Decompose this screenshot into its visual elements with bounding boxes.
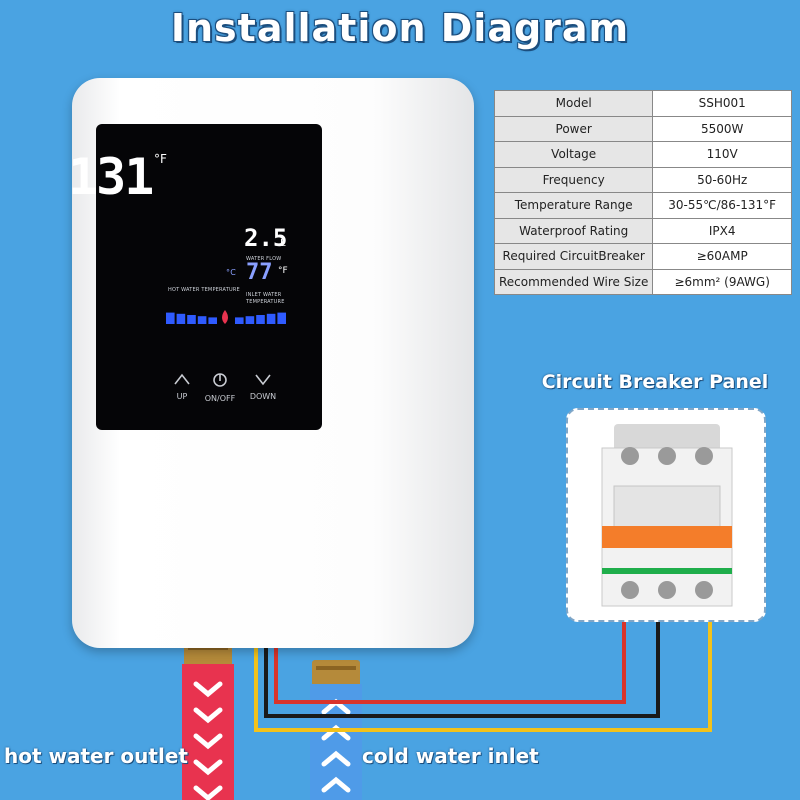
spec-key: Power xyxy=(493,115,654,142)
control-display xyxy=(96,124,322,430)
spec-value: ≥60AMP xyxy=(652,243,792,270)
down-arrow-icon xyxy=(193,785,223,800)
up-arrow-icon xyxy=(321,776,351,793)
terminal-screw xyxy=(695,581,713,599)
up-button-label: UP xyxy=(176,392,188,401)
spec-key: Frequency xyxy=(493,166,654,193)
spec-key: Required CircuitBreaker xyxy=(493,243,654,270)
terminal-screw xyxy=(695,447,713,465)
terminal-screw xyxy=(658,447,676,465)
terminal-screw xyxy=(658,581,676,599)
water-flow-unit: L xyxy=(280,238,286,249)
inlet-temperature-unit: °F xyxy=(278,266,288,276)
spec-key: Temperature Range xyxy=(493,192,654,219)
flame-icon xyxy=(222,310,228,324)
down-button-label: DOWN xyxy=(249,392,277,401)
spec-value: ≥6mm² (9AWG) xyxy=(652,268,792,295)
spec-key: Model xyxy=(493,90,654,117)
chevron-up-icon xyxy=(162,372,202,390)
breaker-handles xyxy=(613,485,721,533)
spec-value: 110V xyxy=(652,141,792,168)
hot-water-temperature-value: 131 xyxy=(68,148,154,206)
level-segment xyxy=(266,313,276,324)
spec-key: Voltage xyxy=(493,141,654,168)
level-segment xyxy=(208,317,217,324)
page-title: Installation Diagram xyxy=(170,6,630,50)
spec-value: 5500W xyxy=(652,115,792,142)
onoff-button-label: ON/OFF xyxy=(204,394,236,403)
hot-flow-arrows xyxy=(193,681,223,800)
onoff-button[interactable]: ON/OFF xyxy=(200,372,240,403)
spec-value: SSH001 xyxy=(652,90,792,117)
level-segment xyxy=(197,316,207,324)
spec-row: Required CircuitBreaker≥60AMP xyxy=(493,243,792,270)
breaker-green-band xyxy=(602,568,732,574)
terminal-screw xyxy=(621,581,639,599)
level-segment xyxy=(245,316,255,324)
up-button[interactable]: UP xyxy=(162,372,202,401)
wire-yellow xyxy=(254,600,712,732)
up-arrow-icon xyxy=(321,750,351,767)
level-segment xyxy=(187,315,196,324)
down-arrow-icon xyxy=(193,759,223,776)
wire-black xyxy=(264,600,660,718)
circuit-breaker-icon xyxy=(601,424,733,607)
temperature-unit-f: °F xyxy=(154,152,167,166)
cold-water-inlet-label: cold water inlet xyxy=(362,744,539,768)
circuit-breaker-panel-title: Circuit Breaker Panel xyxy=(541,371,769,393)
spec-value: 30-55℃/86-131°F xyxy=(652,192,792,219)
level-segment xyxy=(277,312,286,324)
level-segment xyxy=(235,317,244,324)
level-segment xyxy=(256,315,265,324)
spec-value: IPX4 xyxy=(652,217,792,244)
level-segment xyxy=(166,312,175,324)
inlet-water-label-line2: TEMPERATURE xyxy=(246,299,285,305)
chevron-down-icon xyxy=(243,372,283,390)
hot-water-outlet-label: hot water outlet xyxy=(4,744,188,768)
inlet-water-label-line1: INLET WATER xyxy=(246,292,282,298)
water-flow-label: WATER FLOW xyxy=(246,256,282,262)
hot-pipe-fitting-ring xyxy=(188,646,228,650)
hot-pipe-tube xyxy=(182,664,234,800)
spec-key: Recommended Wire Size xyxy=(493,268,654,295)
down-arrow-icon xyxy=(193,733,223,750)
spec-key: Waterproof Rating xyxy=(493,217,654,244)
down-arrow-icon xyxy=(193,681,223,698)
spec-row: Recommended Wire Size≥6mm² (9AWG) xyxy=(493,268,792,295)
cold-pipe-fitting-ring xyxy=(316,666,356,670)
power-level-bar xyxy=(166,310,286,324)
terminal-screw xyxy=(621,447,639,465)
inlet-water-temperature-value: 77 xyxy=(246,260,273,285)
wire-red xyxy=(274,600,626,704)
breaker-orange-band xyxy=(602,526,732,548)
hot-water-temperature-label: HOT WATER TEMPERATURE xyxy=(168,287,240,293)
circuit-breaker-panel xyxy=(566,408,766,622)
down-arrow-icon xyxy=(193,707,223,724)
water-flow-value: 2.5 xyxy=(244,224,288,252)
level-segment xyxy=(176,313,186,324)
down-button[interactable]: DOWN xyxy=(243,372,283,401)
spec-value: 50-60Hz xyxy=(652,166,792,193)
breaker-top-terminal-block xyxy=(614,424,720,452)
water-heater-unit xyxy=(72,78,474,648)
power-icon xyxy=(200,372,240,392)
temperature-unit-c: °C xyxy=(226,268,236,277)
